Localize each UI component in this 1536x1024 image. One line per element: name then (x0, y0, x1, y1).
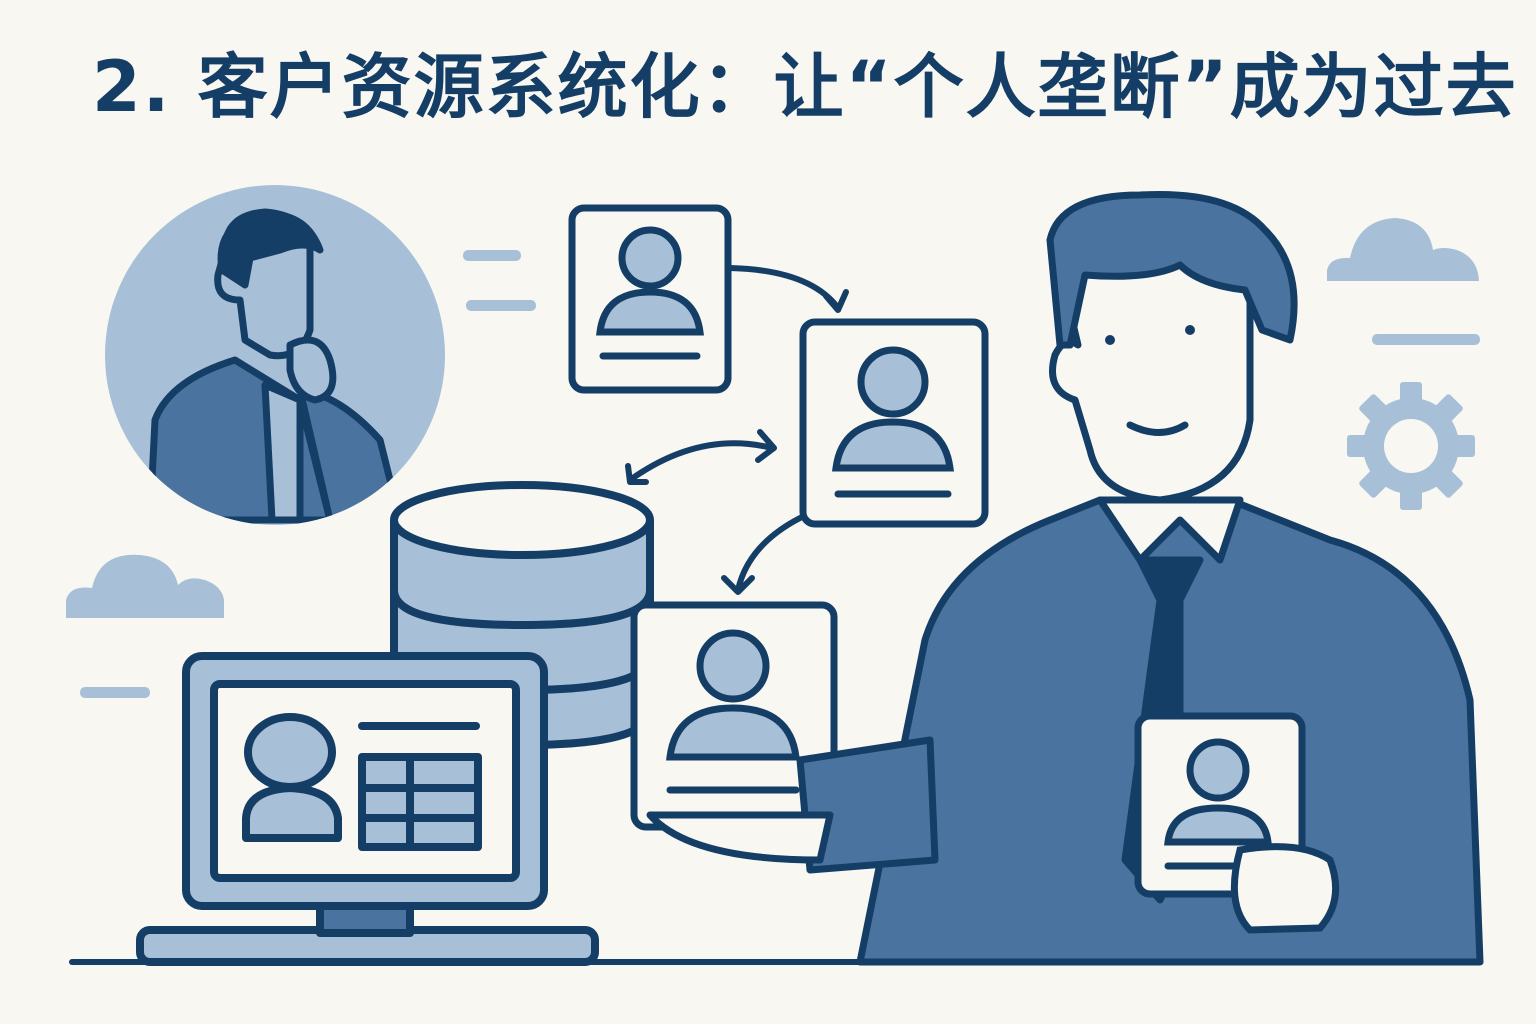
thinking-man-avatar (105, 185, 445, 525)
cloud-right-icon (1327, 218, 1479, 281)
cloud-left-icon (66, 554, 224, 618)
businessman (646, 190, 1484, 966)
contact-card-1 (568, 204, 732, 394)
contact-card-2 (799, 318, 989, 528)
page-title: 2. 客户资源系统化：让“个人垄断”成为过去 (92, 46, 1518, 128)
contact-card-3 (630, 601, 838, 831)
sync-arrows-icon (625, 265, 849, 595)
computer-monitor (136, 652, 599, 966)
gear-icon (1347, 382, 1475, 510)
decor-dashes (80, 250, 1480, 698)
contact-card-held (1134, 712, 1340, 934)
